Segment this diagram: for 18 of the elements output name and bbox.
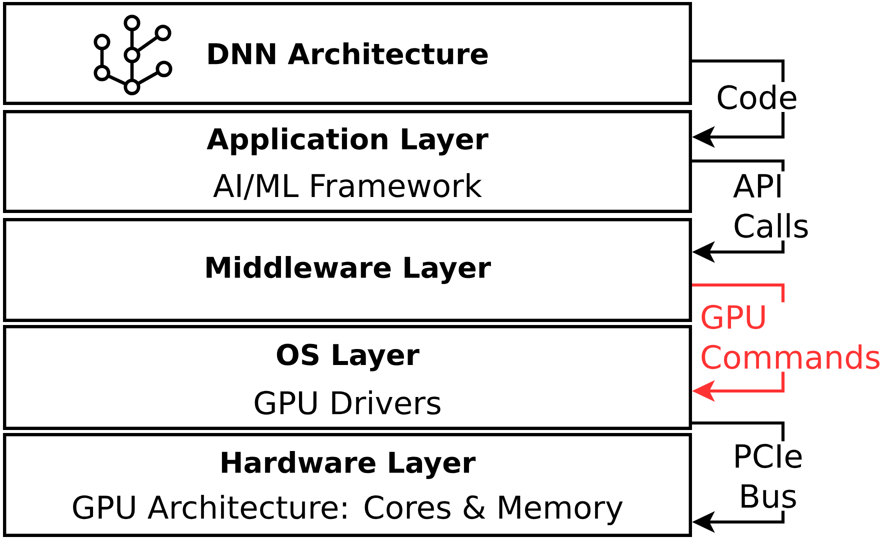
layer-title: Hardware Layer <box>222 451 476 479</box>
edge-label: GPU Commands <box>702 304 880 370</box>
edge-label: API Calls <box>733 174 808 238</box>
arrow <box>692 59 785 148</box>
layer-title: Application Layer <box>206 128 488 156</box>
layer-box <box>3 2 692 105</box>
layer-description: GPU Architecture: Cores & Memory <box>73 494 623 526</box>
layer-description: AI/ML Framework <box>213 173 482 200</box>
edge-label: PCIe Bus <box>736 444 802 508</box>
layer-box <box>3 218 692 322</box>
layer-title: OS Layer <box>276 344 420 372</box>
layer-title: DNN Architecture <box>208 42 488 65</box>
layer-box <box>3 110 692 213</box>
layer-box <box>3 325 692 430</box>
layer-box <box>3 433 692 537</box>
layer-title: Middleware Layer <box>206 256 491 284</box>
edge-label: Code <box>718 84 796 110</box>
layer-description: GPU Drivers <box>254 390 440 415</box>
